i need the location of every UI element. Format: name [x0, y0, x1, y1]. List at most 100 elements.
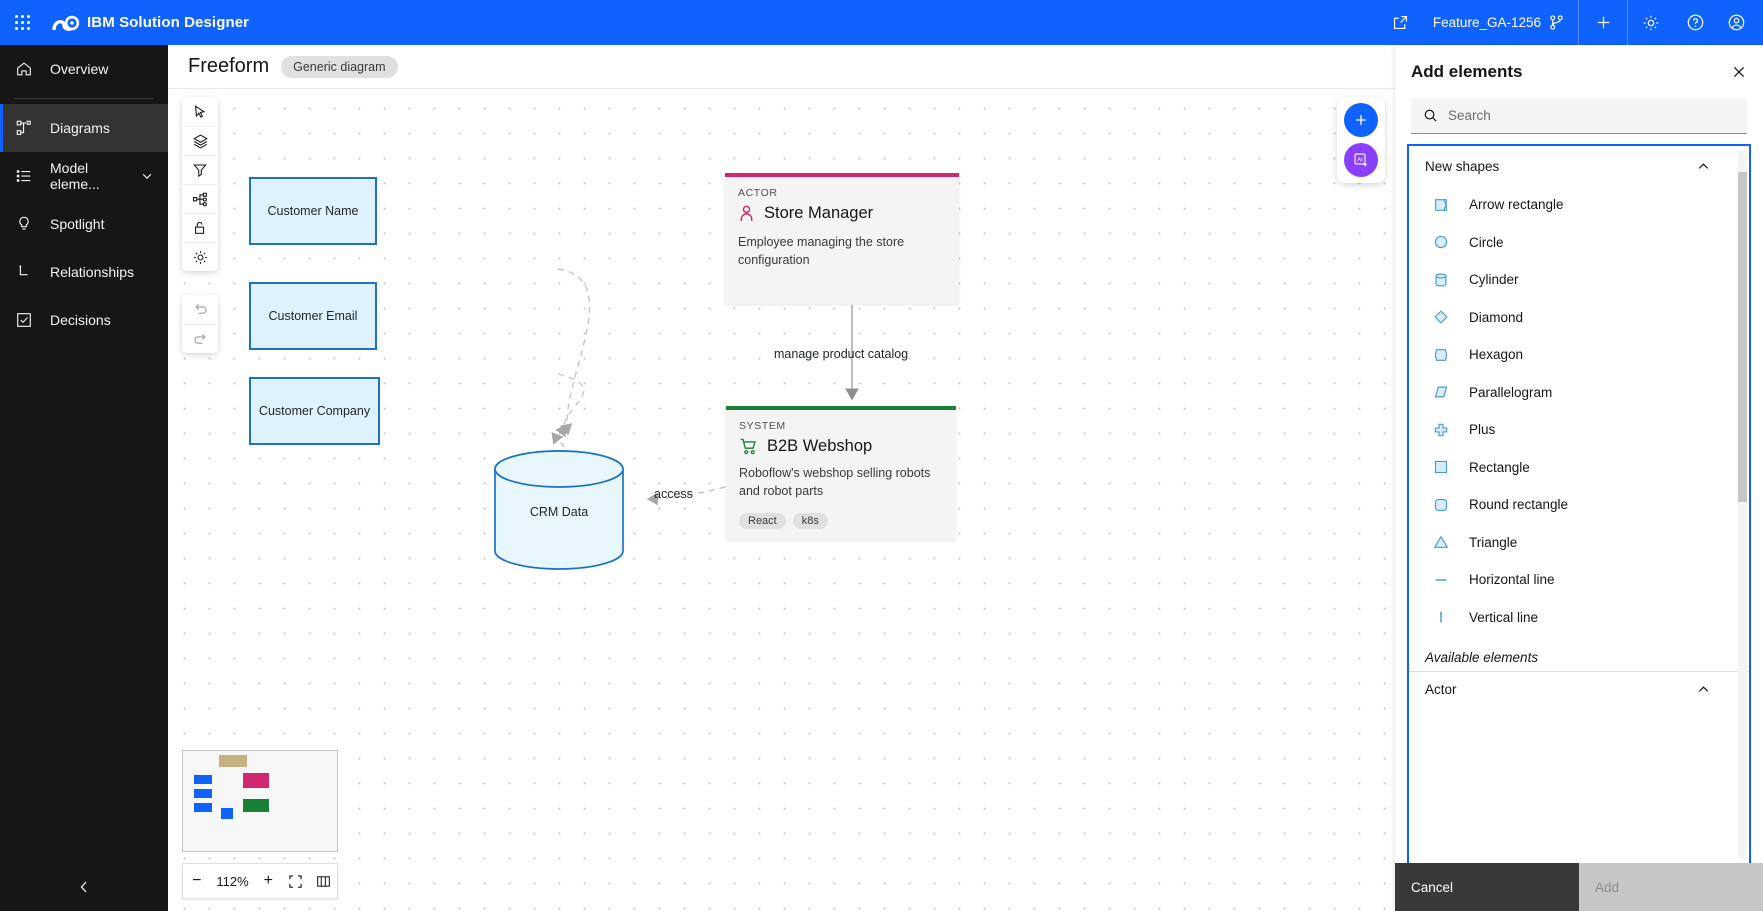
panel-scrollbar[interactable]	[1738, 150, 1747, 859]
sidebar-item-spotlight[interactable]: Spotlight	[0, 200, 168, 248]
add-elements-panel: Add elements New shapes	[1395, 45, 1763, 911]
available-group-actor[interactable]: Actor	[1409, 671, 1749, 707]
hierarchy-icon[interactable]	[182, 184, 218, 213]
edge-label-manage-product-catalog: manage product catalog	[774, 347, 909, 361]
zoom-level-value: 112%	[216, 873, 249, 889]
checkbox-icon	[14, 310, 34, 330]
zoom-out-button[interactable]: −	[192, 872, 202, 889]
sidebar-item-relationships[interactable]: Relationships	[0, 248, 168, 296]
shape-item-hexagon[interactable]: Hexagon	[1409, 336, 1749, 374]
attribute-node-customer-name[interactable]: Customer Name	[249, 177, 377, 245]
sidebar-item-diagrams[interactable]: Diagrams	[0, 104, 168, 152]
card-description: Roboflow's webshop selling robots and ro…	[739, 466, 931, 498]
svg-text:AI: AI	[1357, 157, 1363, 163]
app-switcher-icon[interactable]	[0, 0, 45, 45]
attribute-label: Customer Email	[268, 309, 358, 323]
system-card-b2b-webshop[interactable]: SYSTEM B2B Webshop Roboflow's webshop se…	[726, 406, 956, 540]
help-icon[interactable]	[1673, 0, 1718, 45]
search-icon	[1423, 108, 1438, 123]
datastore-node-crm-data[interactable]: CRM Data	[493, 449, 625, 571]
branch-icon	[1549, 14, 1564, 31]
minimap-toggle-icon[interactable]	[310, 863, 338, 899]
branch-selector[interactable]: Feature_GA-1256	[1423, 0, 1578, 45]
cancel-button[interactable]: Cancel	[1395, 863, 1579, 911]
undo-icon[interactable]	[182, 295, 218, 324]
search-input[interactable]	[1448, 108, 1735, 123]
add-element-fab[interactable]	[1344, 103, 1378, 137]
sidebar-item-overview[interactable]: Overview	[0, 45, 168, 93]
shape-item-arrow-rectangle[interactable]: Arrow rectangle	[1409, 186, 1749, 224]
sidebar-item-label: Diagrams	[50, 120, 110, 136]
fit-to-screen-icon[interactable]	[282, 863, 310, 899]
shape-label: Cylinder	[1469, 272, 1519, 288]
shape-item-horizontal-line[interactable]: Horizontal line	[1409, 561, 1749, 599]
minimap-shape	[243, 773, 269, 788]
history-toolbar	[182, 295, 218, 353]
left-navigation: Overview Diagrams Model eleme...	[0, 45, 168, 911]
sidebar-item-decisions[interactable]: Decisions	[0, 296, 168, 344]
search-field[interactable]	[1411, 98, 1747, 134]
ai-assistant-fab[interactable]: AI	[1344, 143, 1378, 177]
available-elements-label: Available elements	[1425, 650, 1539, 665]
diagram-type-chip: Generic diagram	[281, 55, 398, 78]
card-description: Employee managing the store configuratio…	[738, 235, 905, 267]
shape-item-plus[interactable]: Plus	[1409, 411, 1749, 449]
redo-icon[interactable]	[182, 324, 218, 353]
card-kind-label: SYSTEM	[739, 420, 786, 432]
group-header-new-shapes[interactable]: New shapes	[1409, 146, 1749, 186]
zoom-in-button[interactable]: +	[263, 872, 273, 889]
shape-item-vertical-line[interactable]: Vertical line	[1409, 599, 1749, 637]
chevron-down-icon[interactable]	[140, 169, 154, 183]
close-icon[interactable]	[1731, 64, 1747, 80]
filter-icon[interactable]	[182, 155, 218, 184]
add-button: Add	[1579, 863, 1763, 911]
lightbulb-icon	[14, 214, 34, 234]
layers-icon[interactable]	[182, 126, 218, 155]
sidebar-item-label: Relationships	[50, 264, 135, 280]
chevron-left-icon	[76, 879, 92, 895]
card-tag[interactable]: k8s	[792, 512, 828, 529]
parallelogram-shape-icon	[1431, 384, 1451, 400]
panel-header: Add elements	[1395, 45, 1763, 98]
scrollbar-thumb[interactable]	[1738, 172, 1747, 502]
user-avatar-icon[interactable]	[1718, 0, 1763, 45]
minimap-shape	[194, 803, 212, 812]
attribute-node-customer-email[interactable]: Customer Email	[249, 282, 377, 350]
shape-item-diamond[interactable]: Diamond	[1409, 299, 1749, 337]
shape-label: Horizontal line	[1469, 572, 1555, 588]
shape-item-circle[interactable]: Circle	[1409, 224, 1749, 262]
gear-icon[interactable]	[182, 242, 218, 271]
minimap[interactable]	[182, 750, 338, 852]
open-external-icon[interactable]	[1378, 0, 1423, 45]
relationship-icon	[14, 262, 34, 282]
shape-label: Plus	[1469, 422, 1496, 438]
arrow-rectangle-shape-icon	[1431, 197, 1451, 213]
sidebar-collapse-button[interactable]	[0, 863, 168, 911]
attribute-node-customer-company[interactable]: Customer Company	[249, 377, 380, 445]
gear-icon[interactable]	[1628, 0, 1673, 45]
shape-label: Round rectangle	[1469, 497, 1569, 513]
minimap-shape	[243, 799, 269, 812]
shape-item-rectangle[interactable]: Rectangle	[1409, 449, 1749, 487]
element-list-region[interactable]: New shapes Arrow rectangle Circle	[1407, 144, 1751, 863]
shape-item-round-rectangle[interactable]: Round rectangle	[1409, 486, 1749, 524]
circle-shape-icon	[1431, 234, 1451, 250]
shape-item-cylinder[interactable]: Cylinder	[1409, 261, 1749, 299]
unlock-icon[interactable]	[182, 213, 218, 242]
card-tag[interactable]: React	[739, 512, 786, 529]
plus-shape-icon	[1431, 422, 1451, 438]
sidebar-item-model-elements[interactable]: Model eleme...	[0, 152, 168, 200]
shape-label: Parallelogram	[1469, 384, 1553, 400]
cylinder-shape-icon	[1431, 272, 1451, 288]
rectangle-shape-icon	[1431, 459, 1451, 475]
plus-icon[interactable]	[1579, 0, 1627, 45]
sidebar-item-label: Decisions	[50, 312, 111, 328]
sidebar-item-label: Model eleme...	[50, 160, 100, 192]
actor-card-store-manager[interactable]: ACTOR Store Manager Employee managing th…	[725, 173, 959, 304]
diamond-shape-icon	[1431, 309, 1451, 325]
ibm-solution-designer-logo[interactable]	[45, 13, 87, 33]
shape-label: Hexagon	[1469, 347, 1524, 363]
cursor-icon[interactable]	[182, 97, 218, 126]
shape-item-parallelogram[interactable]: Parallelogram	[1409, 374, 1749, 412]
shape-item-triangle[interactable]: Triangle	[1409, 524, 1749, 562]
